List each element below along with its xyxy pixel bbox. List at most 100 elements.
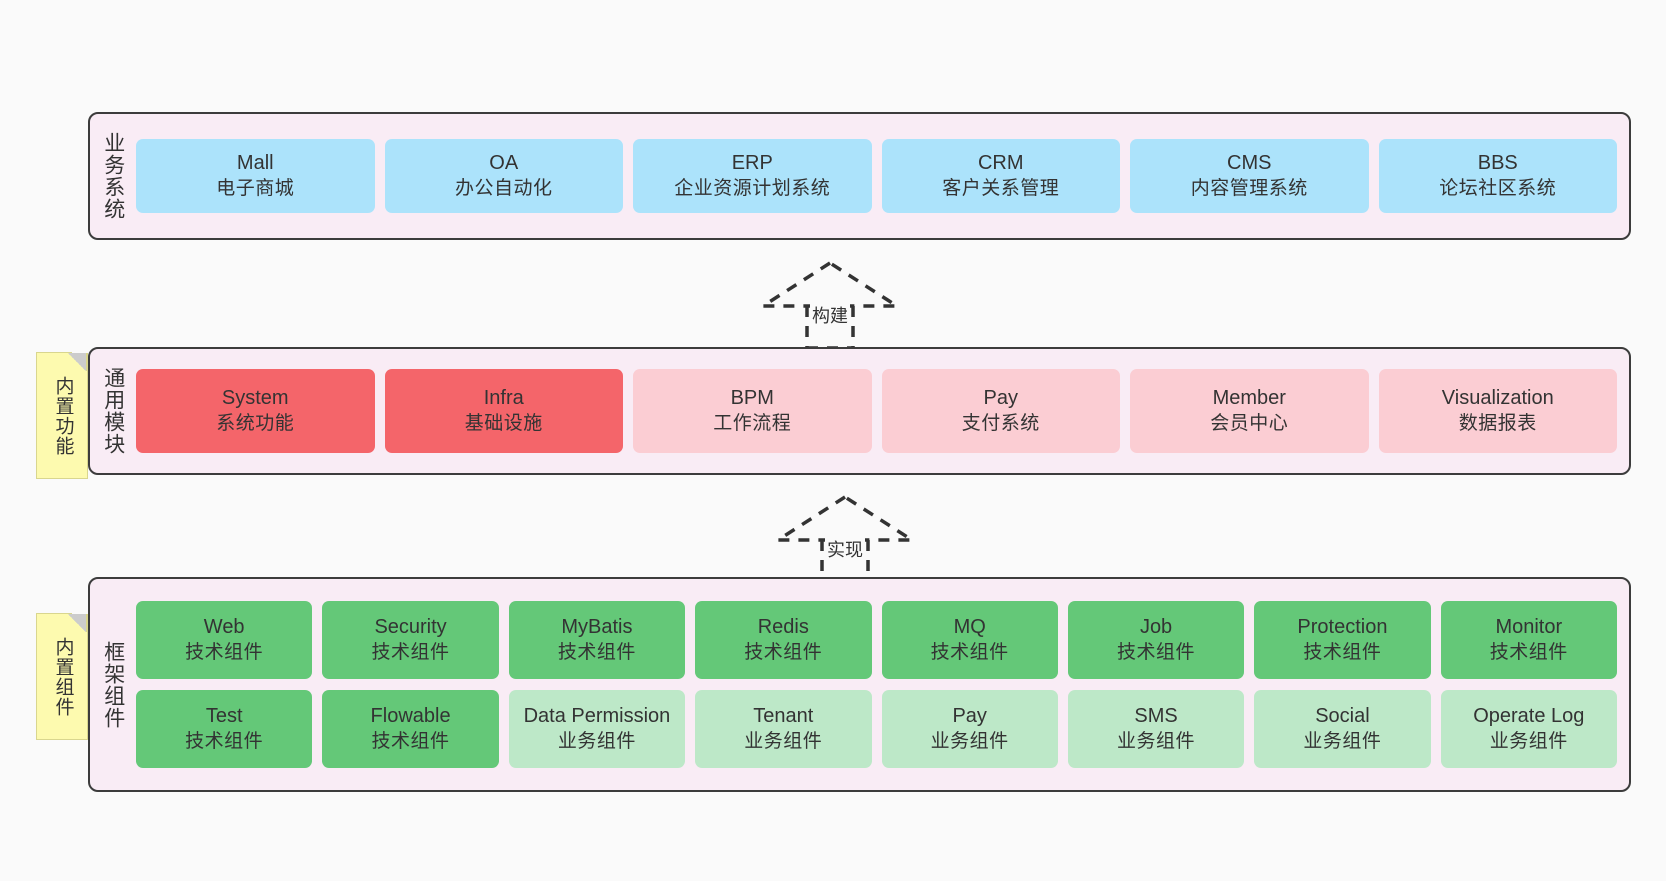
card-title-en: Social [1315,705,1370,728]
card-title-cn: 技术组件 [185,641,264,663]
note-fold-corner-icon [68,614,87,632]
card-title-en: Monitor [1495,616,1563,639]
card-title-cn: 业务组件 [557,730,636,752]
layer-business-systems: 业务系统 Mall 电子商城 OA 办公自动化 ERP 企业资源计划系统 CRM… [88,112,1631,240]
card-title-en: Security [374,616,447,639]
card-test[interactable]: Test 技术组件 [136,690,313,768]
card-erp[interactable]: ERP 企业资源计划系统 [633,139,872,213]
card-bpm[interactable]: BPM 工作流程 [633,369,872,453]
card-mq[interactable]: MQ 技术组件 [881,601,1058,679]
card-data-permission[interactable]: Data Permission 业务组件 [508,690,686,768]
card-title-en: Protection [1297,616,1388,639]
note-builtin-components: 内置组件 [36,613,88,740]
card-social[interactable]: Social 业务组件 [1254,690,1431,768]
card-title-cn: 基础设施 [464,412,543,434]
card-title-en: MQ [953,616,986,639]
card-member[interactable]: Member 会员中心 [1130,369,1369,453]
note-fold-corner-icon [68,353,87,371]
card-system[interactable]: System 系统功能 [136,369,375,453]
card-title-en: Test [205,705,243,728]
card-title-cn: 技术组件 [1117,641,1196,663]
card-oa[interactable]: OA 办公自动化 [384,139,623,213]
card-mybatis[interactable]: MyBatis 技术组件 [508,601,686,679]
card-title-en: Job [1139,616,1173,639]
layer-title-business-systems: 业务系统 [101,132,125,220]
card-title-en: Flowable [370,705,451,728]
card-infra[interactable]: Infra 基础设施 [384,369,623,453]
note-builtin-functions: 内置功能 [36,352,88,479]
card-title-en: Tenant [753,705,814,728]
card-title-en: BBS [1477,152,1518,175]
card-title-cn: 数据报表 [1458,412,1537,434]
layer-body-framework-components: Web 技术组件 Security 技术组件 MyBatis 技术组件 Redi… [136,579,1629,790]
card-operate-log[interactable]: Operate Log 业务组件 [1440,690,1617,768]
connector-build-arrow: 构建 [755,258,905,350]
card-flowable[interactable]: Flowable 技术组件 [322,690,499,768]
card-monitor[interactable]: Monitor 技术组件 [1440,601,1617,679]
card-title-cn: 办公自动化 [454,177,553,199]
card-title-cn: 业务组件 [744,730,823,752]
card-protection[interactable]: Protection 技术组件 [1254,601,1431,679]
card-title-en: OA [489,152,519,175]
layer-title-framework-components: 框架组件 [101,640,125,729]
card-title-cn: 支付系统 [961,412,1040,434]
card-title-cn: 技术组件 [930,641,1009,663]
card-title-cn: 技术组件 [1489,641,1568,663]
card-redis[interactable]: Redis 技术组件 [695,601,872,679]
card-title-en: Pay [952,705,987,728]
card-row: Test 技术组件 Flowable 技术组件 Data Permission … [136,690,1617,768]
layer-framework-components: 框架组件 Web 技术组件 Security 技术组件 MyBatis 技术组件… [88,577,1631,792]
card-title-cn: 工作流程 [713,412,792,434]
card-title-en: SMS [1134,705,1178,728]
card-title-en: Redis [757,616,809,639]
card-title-cn: 技术组件 [1303,641,1382,663]
card-web[interactable]: Web 技术组件 [136,601,313,679]
card-row: Web 技术组件 Security 技术组件 MyBatis 技术组件 Redi… [136,601,1617,679]
card-crm[interactable]: CRM 客户关系管理 [881,139,1120,213]
card-bbs[interactable]: BBS 论坛社区系统 [1378,139,1617,213]
card-title-en: CRM [977,152,1024,175]
note-label: 内置功能 [52,375,74,456]
connector-implement-arrow: 实现 [770,492,920,584]
card-title-cn: 企业资源计划系统 [674,177,831,199]
card-title-en: Mall [236,152,274,175]
card-title-en: Infra [483,387,524,410]
card-title-en: Visualization [1441,387,1554,410]
card-row: Mall 电子商城 OA 办公自动化 ERP 企业资源计划系统 CRM 客户关系… [136,139,1617,213]
card-title-en: Web [203,616,245,639]
card-row: System 系统功能 Infra 基础设施 BPM 工作流程 Pay 支付系统… [136,369,1617,453]
note-label: 内置组件 [52,636,74,717]
card-title-cn: 业务组件 [1117,730,1196,752]
card-visualization[interactable]: Visualization 数据报表 [1378,369,1617,453]
card-title-en: ERP [731,152,773,175]
card-title-cn: 会员中心 [1210,412,1289,434]
connector-implement-label: 实现 [825,536,865,562]
card-title-en: Operate Log [1473,705,1585,728]
card-mall[interactable]: Mall 电子商城 [136,139,375,213]
card-title-cn: 业务组件 [930,730,1009,752]
card-sms[interactable]: SMS 业务组件 [1067,690,1245,768]
card-job[interactable]: Job 技术组件 [1067,601,1245,679]
card-title-cn: 客户关系管理 [942,177,1060,199]
card-title-en: MyBatis [561,616,633,639]
card-title-cn: 技术组件 [557,641,636,663]
card-title-cn: 业务组件 [1303,730,1382,752]
card-title-cn: 技术组件 [185,730,264,752]
card-title-cn: 内容管理系统 [1190,177,1308,199]
card-pay[interactable]: Pay 支付系统 [881,369,1120,453]
card-title-cn: 论坛社区系统 [1439,177,1557,199]
card-security[interactable]: Security 技术组件 [322,601,499,679]
layer-body-common-modules: System 系统功能 Infra 基础设施 BPM 工作流程 Pay 支付系统… [136,349,1629,473]
card-title-en: Pay [983,387,1018,410]
card-title-en: Member [1212,387,1286,410]
card-pay-business[interactable]: Pay 业务组件 [881,690,1058,768]
card-title-en: Data Permission [523,705,671,728]
card-cms[interactable]: CMS 内容管理系统 [1130,139,1369,213]
layer-title-common-modules: 通用模块 [101,367,125,455]
card-tenant[interactable]: Tenant 业务组件 [695,690,872,768]
card-title-en: CMS [1227,152,1272,175]
card-title-en: BPM [730,387,774,410]
card-title-cn: 技术组件 [371,730,450,752]
card-title-cn: 技术组件 [371,641,450,663]
